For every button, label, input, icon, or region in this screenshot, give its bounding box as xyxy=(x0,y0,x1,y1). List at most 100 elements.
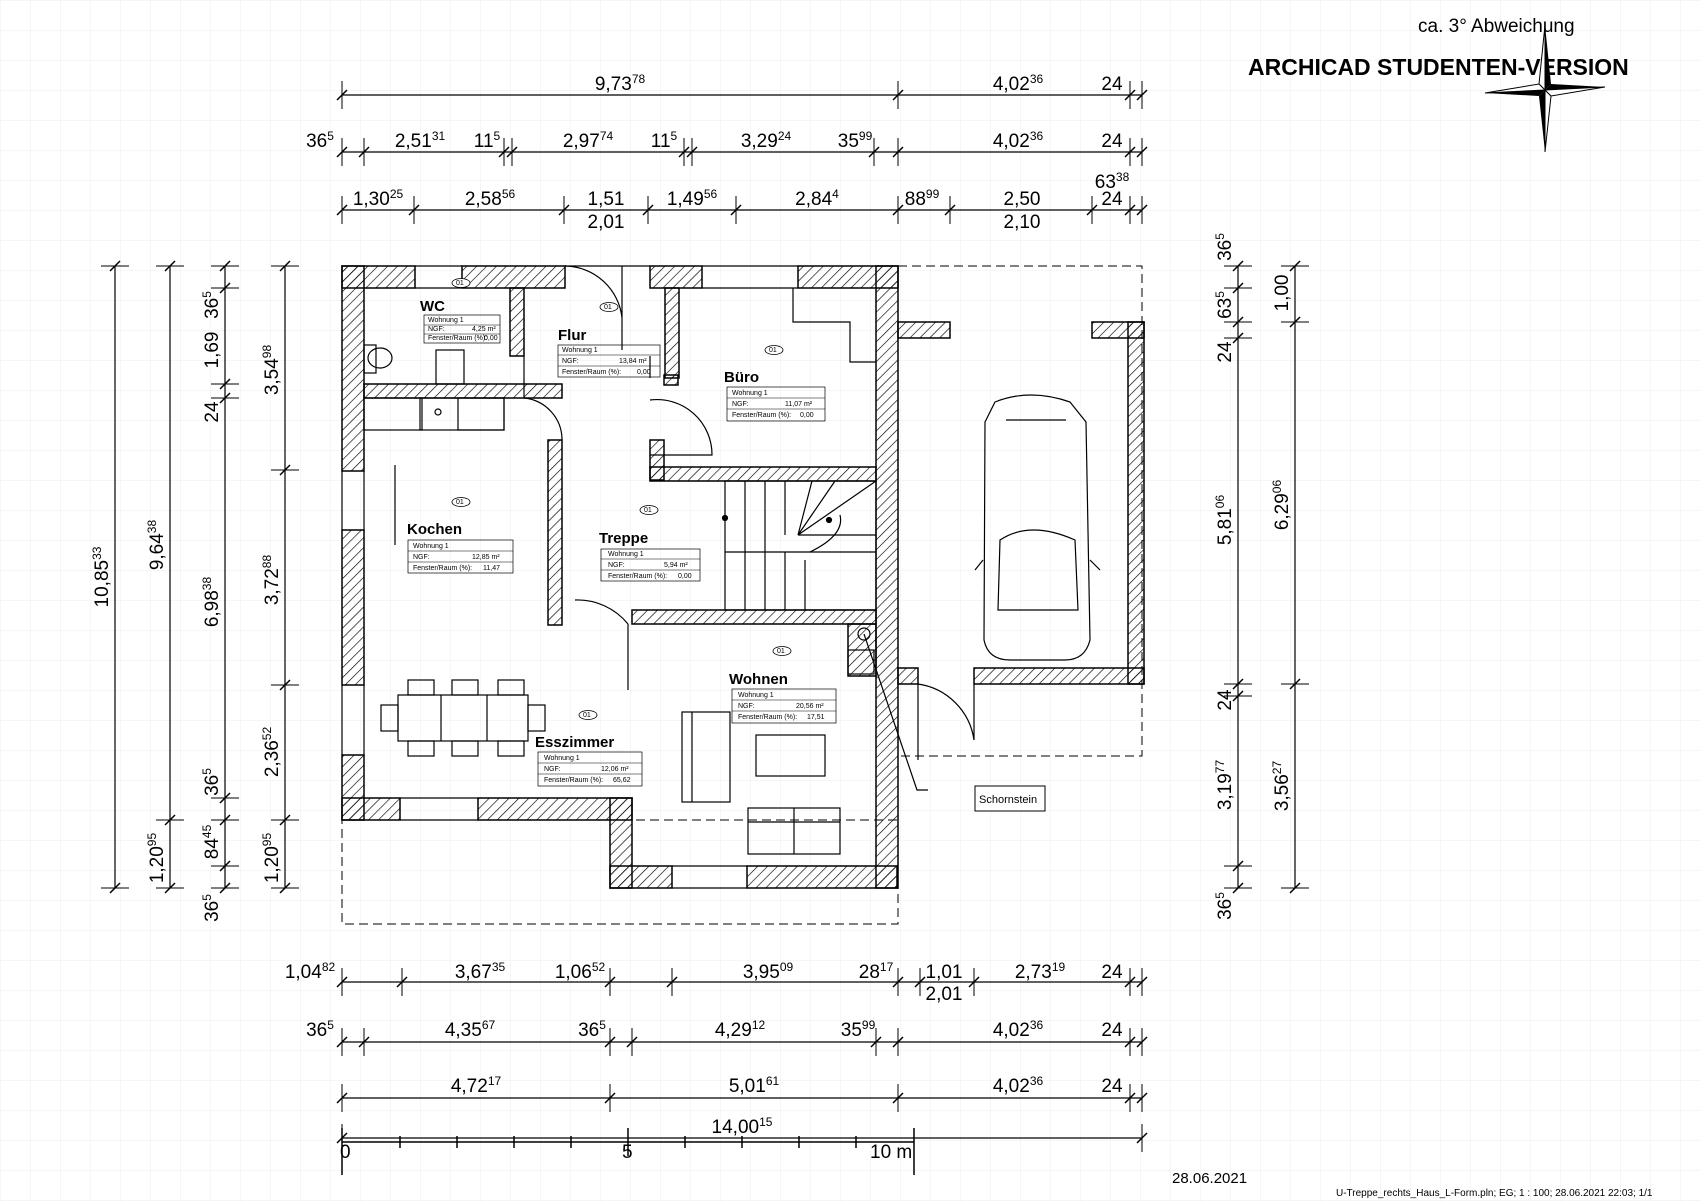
dim-bottom-3-tick-mark xyxy=(892,1092,904,1104)
svg-text:Büro: Büro xyxy=(724,369,759,386)
svg-text:Wohnung 1: Wohnung 1 xyxy=(428,317,464,324)
dim-right-1-tick-mark xyxy=(1232,282,1244,294)
dim-right-2-label: 1,00 xyxy=(1272,275,1293,312)
svg-text:65,62: 65,62 xyxy=(613,777,631,784)
dim-bottom-1-tick-mark xyxy=(396,976,408,988)
dim-top-2-tick-mark xyxy=(336,146,348,158)
dim-top-1-tick-mark xyxy=(336,89,348,101)
svg-text:Fenster/Raum (%):: Fenster/Raum (%): xyxy=(608,573,667,580)
svg-text:01: 01 xyxy=(604,304,612,311)
dim-top-3-label: 2,50 xyxy=(1004,189,1041,210)
dim-top-3-sub-label: 2,01 xyxy=(588,212,625,233)
bay-south-2 xyxy=(746,865,898,889)
dim-right-2-tick-mark xyxy=(1289,316,1301,328)
dim-bottom-3-label: 24 xyxy=(1101,1076,1123,1097)
dim-bottom-2-tick-mark xyxy=(892,1036,904,1048)
chimney-label: Schornstein xyxy=(979,794,1037,806)
dim-left-3-tick-mark xyxy=(219,814,231,826)
dim-bottom-4-label: 14,0015 xyxy=(712,1115,773,1138)
dim-right-1-label: 24 xyxy=(1215,689,1236,711)
room-treppe: 01 Treppe Wohnung 1 NGF: 5,94 m² Fenster… xyxy=(599,505,701,582)
dim-top-3-tick-mark xyxy=(1124,204,1136,216)
svg-text:NGF:: NGF: xyxy=(544,766,561,773)
dim-top-2-label: 24 xyxy=(1101,131,1123,152)
svg-text:01: 01 xyxy=(777,648,785,655)
svg-text:NGF:: NGF: xyxy=(428,326,445,333)
dim-top-2-tick-mark xyxy=(498,146,510,158)
svg-text:Esszimmer: Esszimmer xyxy=(535,734,614,751)
dim-left-1-tick-mark xyxy=(109,260,121,272)
svg-text:Wohnung 1: Wohnung 1 xyxy=(608,551,644,558)
scale-label-10: 10 m xyxy=(870,1142,912,1163)
wall-east xyxy=(875,265,899,889)
wall-stair-south xyxy=(631,609,877,625)
room-wc: 01 WC Wohnung 1 NGF: 4,25 m² Fenster/Rau… xyxy=(420,278,501,344)
dim-bottom-1-tick-mark xyxy=(914,976,926,988)
svg-text:NGF:: NGF: xyxy=(608,562,625,569)
dim-bottom-2-tick-mark xyxy=(358,1036,370,1048)
dim-left-1-label: 10,8533 xyxy=(90,546,113,607)
dim-right-1-label: 635 xyxy=(1213,291,1236,319)
dim-bottom-2-tick-mark xyxy=(1136,1036,1148,1048)
dim-bottom-2-tick-mark xyxy=(870,1036,882,1048)
svg-text:0,00: 0,00 xyxy=(637,369,651,376)
svg-text:Fenster/Raum (%):: Fenster/Raum (%): xyxy=(428,335,487,342)
dim-right-1-label: 365 xyxy=(1213,233,1236,261)
dim-top-3-label: 2,844 xyxy=(795,187,839,210)
bay-south-1 xyxy=(609,865,673,889)
dim-bottom-2-label: 24 xyxy=(1101,1020,1123,1041)
dim-left-2-tick-mark xyxy=(164,260,176,272)
svg-text:Fenster/Raum (%):: Fenster/Raum (%): xyxy=(562,369,621,376)
dim-top-1-tick-mark xyxy=(892,89,904,101)
dim-left-3-tick-mark xyxy=(219,792,231,804)
dim-left-3-label: 24 xyxy=(202,401,223,423)
dim-left-3-tick-mark xyxy=(219,282,231,294)
dim-bottom-2-tick-mark xyxy=(604,1036,616,1048)
dim-bottom-1-tick-mark xyxy=(604,976,616,988)
dim-top-3-tick-mark xyxy=(1136,204,1148,216)
svg-text:Wohnung 1: Wohnung 1 xyxy=(738,692,774,699)
dim-top-2-tick-mark xyxy=(868,146,880,158)
garage-south-1 xyxy=(897,667,919,685)
dim-right-2-tick-mark xyxy=(1289,882,1301,894)
dim-top-1-tick-mark xyxy=(1124,89,1136,101)
svg-text:20,56 m²: 20,56 m² xyxy=(796,703,824,710)
dim-top-3-tick-mark xyxy=(730,204,742,216)
dim-bottom-3-tick-mark xyxy=(1124,1092,1136,1104)
svg-text:0,00: 0,00 xyxy=(800,412,814,419)
svg-text:11,47: 11,47 xyxy=(483,565,500,572)
room-buero: 01 Büro Wohnung 1 NGF: 11,07 m² Fenster/… xyxy=(724,345,826,422)
dim-bottom-3-tick-mark xyxy=(1136,1092,1148,1104)
svg-text:4,25 m²: 4,25 m² xyxy=(472,326,496,333)
svg-text:NGF:: NGF: xyxy=(413,554,430,561)
dim-left-3-tick-mark xyxy=(219,860,231,872)
svg-text:NGF:: NGF: xyxy=(732,401,749,408)
svg-text:Kochen: Kochen xyxy=(407,521,462,538)
dim-top-3-tick-mark xyxy=(892,204,904,216)
dim-bottom-3-tick-mark xyxy=(604,1092,616,1104)
dim-top-2-tick-mark xyxy=(358,146,370,158)
dim-top-3-label: 1,51 xyxy=(588,189,625,210)
dim-top-3-tick-mark xyxy=(558,204,570,216)
svg-text:5,94 m²: 5,94 m² xyxy=(664,562,688,569)
dim-right-1-tick-mark xyxy=(1232,860,1244,872)
dim-bottom-2-tick-mark xyxy=(1124,1036,1136,1048)
dim-right-2-tick-mark xyxy=(1289,678,1301,690)
room-flur: 01 Flur Wohnung 1 NGF: 13,84 m² Fenster/… xyxy=(557,302,661,378)
svg-text:01: 01 xyxy=(644,507,652,514)
wall-buero-west xyxy=(649,439,665,481)
svg-text:Wohnung 1: Wohnung 1 xyxy=(544,755,580,762)
dim-bottom-1-sub-label: 2,01 xyxy=(926,984,963,1005)
dim-right-1-tick-mark xyxy=(1232,260,1244,272)
svg-text:Wohnung 1: Wohnung 1 xyxy=(562,347,598,354)
wall-south-2 xyxy=(477,797,633,821)
dim-left-3-label: 365 xyxy=(200,291,223,319)
dim-top-2-tick-mark xyxy=(678,146,690,158)
scale-label-0: 0 xyxy=(340,1142,351,1163)
svg-text:Flur: Flur xyxy=(558,327,586,344)
wall-north-2 xyxy=(461,265,566,289)
svg-text:Wohnung 1: Wohnung 1 xyxy=(732,390,768,397)
scale-label-5: 5 xyxy=(622,1142,633,1163)
wall-wc-kitchen xyxy=(363,383,563,399)
